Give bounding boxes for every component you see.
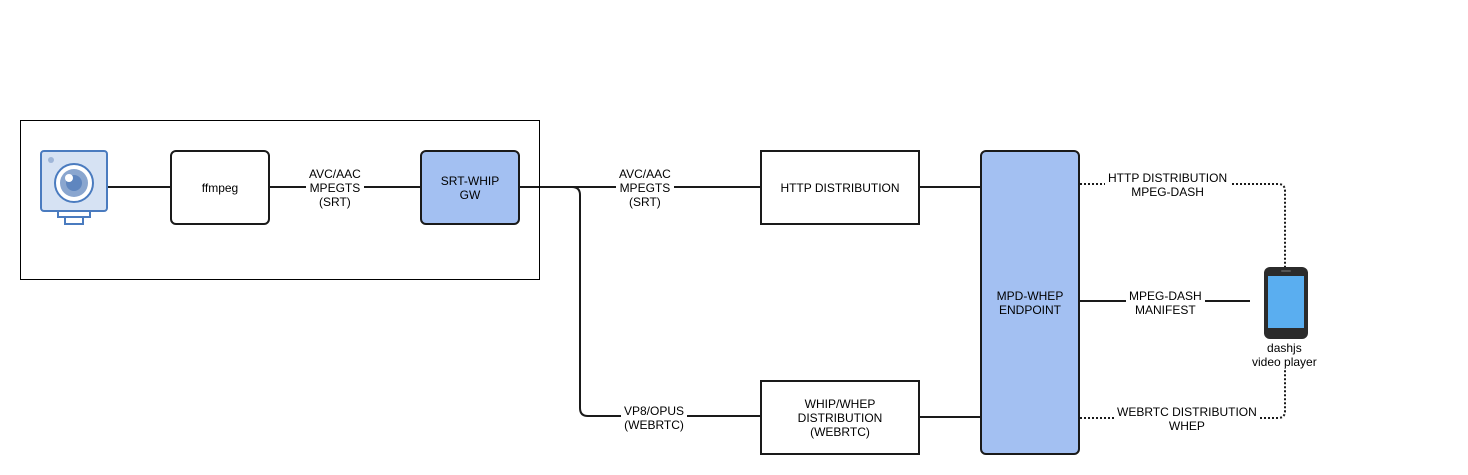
edge-label-line: AVC/AAC	[619, 167, 671, 181]
edge-label-manifest-player: MPEG-DASH MANIFEST	[1126, 289, 1205, 317]
edge-label-line: (SRT)	[319, 195, 351, 209]
edge-label-line: MPEGTS	[309, 181, 361, 195]
edge-label-line: MPEG-DASH	[1131, 185, 1204, 199]
player-label-line: dashjs	[1267, 341, 1302, 355]
edge-label-line: HTTP DISTRIBUTION	[1108, 171, 1228, 185]
edge-label-gw-http: AVC/AAC MPEGTS (SRT)	[616, 167, 674, 209]
ingest-group-frame	[20, 120, 540, 280]
edge-label-line: (WEBRTC)	[624, 418, 684, 432]
edge-label-webrtc-dist-player: WEBRTC DISTRIBUTION WHEP	[1114, 405, 1260, 433]
ffmpeg-node: ffmpeg	[170, 150, 270, 225]
node-label-line: (WEBRTC)	[810, 424, 870, 439]
node-label-line: MPD-WHEP	[996, 288, 1064, 303]
edge-label-line: VP8/OPUS	[624, 404, 685, 418]
edge-label-ffmpeg-gw: AVC/AAC MPEGTS (SRT)	[306, 167, 364, 209]
camera-icon	[40, 150, 108, 225]
http-distribution-node: HTTP DISTRIBUTION	[760, 150, 920, 225]
edge-label-http-dist-player: HTTP DISTRIBUTION MPEG-DASH	[1105, 171, 1231, 199]
player-label-line: video player	[1252, 355, 1317, 369]
smartphone-icon	[1264, 267, 1308, 339]
node-label: HTTP DISTRIBUTION	[780, 180, 900, 195]
node-label-line: WHIP/WHEP	[804, 396, 876, 411]
mpd-whep-endpoint-node: MPD-WHEP ENDPOINT	[980, 150, 1080, 455]
edge-label-line: WEBRTC DISTRIBUTION	[1117, 405, 1257, 419]
edge-label-line: (SRT)	[629, 195, 661, 209]
node-label-line: DISTRIBUTION	[797, 410, 883, 425]
edge-gw-whip	[520, 186, 760, 417]
node-label-line: SRT-WHIP	[440, 173, 500, 188]
srt-whip-gw-node: SRT-WHIP GW	[420, 150, 520, 225]
whip-whep-distribution-node: WHIP/WHEP DISTRIBUTION (WEBRTC)	[760, 380, 920, 455]
edge-label-line: MPEG-DASH	[1129, 289, 1202, 303]
edge-label-gw-whip: VP8/OPUS (WEBRTC)	[621, 404, 688, 432]
player-label: dashjs video player	[1249, 341, 1320, 369]
node-label-line: ENDPOINT	[998, 302, 1061, 317]
edge-label-line: MPEGTS	[619, 181, 671, 195]
node-label-line: GW	[459, 187, 481, 202]
edge-label-line: MANIFEST	[1135, 303, 1196, 317]
ffmpeg-label: ffmpeg	[201, 180, 239, 195]
edge-webrtc-dist-player	[1080, 368, 1286, 419]
edge-label-line: WHEP	[1168, 419, 1205, 433]
edge-label-line: AVC/AAC	[309, 167, 361, 181]
edge-http-dist-player	[1080, 183, 1286, 267]
